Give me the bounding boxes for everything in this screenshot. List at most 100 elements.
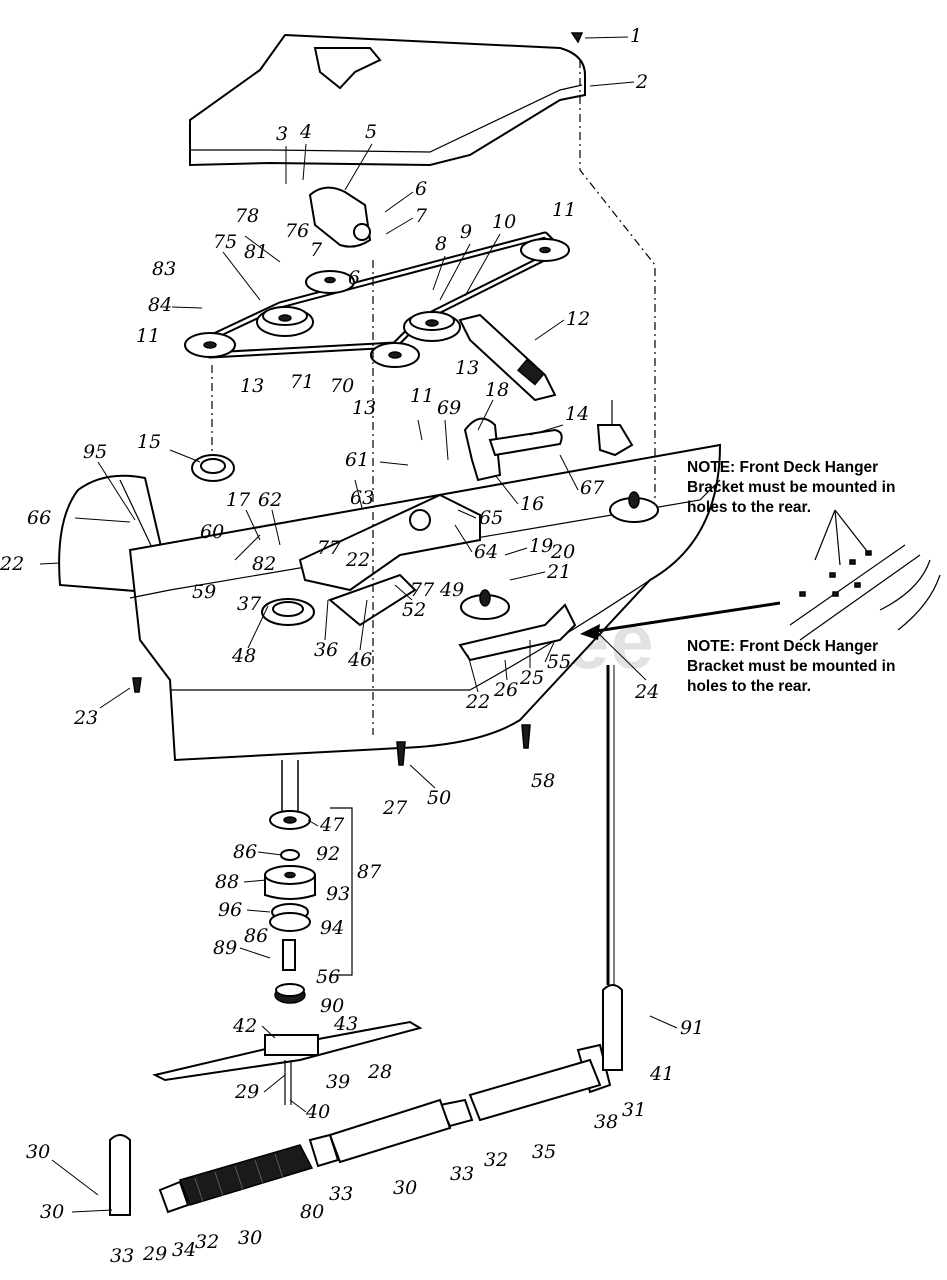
callout-label: 43 bbox=[333, 1013, 358, 1035]
callout-label: 40 bbox=[305, 1101, 330, 1123]
callout-label: 22 bbox=[0, 553, 24, 575]
callout-label: 64 bbox=[474, 541, 498, 563]
belt-cover-plate bbox=[189, 33, 586, 167]
callout-label: 66 bbox=[27, 507, 51, 529]
callout-label: 77 bbox=[410, 579, 435, 601]
pulley-left bbox=[184, 332, 236, 358]
callout-label: 29 bbox=[142, 1243, 167, 1265]
callout-label: 92 bbox=[316, 843, 340, 865]
callout-label: 88 bbox=[215, 871, 239, 893]
roller-knurl bbox=[194, 1153, 284, 1203]
callout-label: 41 bbox=[649, 1063, 674, 1085]
pulley-center-left bbox=[256, 306, 314, 337]
callout-label: 47 bbox=[319, 814, 345, 836]
callout-label: 90 bbox=[320, 995, 344, 1017]
callout-labels: 1 2 3 4 5 6 7 78 76 7 8 9 10 11 75 81 6 … bbox=[0, 25, 704, 1267]
gearbox-shaft bbox=[353, 223, 371, 241]
callout-label: 22 bbox=[465, 691, 490, 713]
callout-label: 56 bbox=[316, 966, 340, 988]
callout-label: 4 bbox=[299, 121, 312, 143]
callout-label: 18 bbox=[485, 379, 509, 401]
callout-label: 6 bbox=[348, 267, 360, 289]
callout-label: 19 bbox=[529, 535, 553, 557]
callout-label: 67 bbox=[580, 477, 605, 499]
callout-label: 69 bbox=[437, 397, 461, 419]
spindle-mount-center bbox=[460, 589, 510, 620]
centerline-vertical bbox=[579, 60, 656, 500]
callout-label: 8 bbox=[435, 233, 447, 255]
callout-label: 9 bbox=[460, 221, 472, 243]
cover-cutout bbox=[313, 47, 382, 90]
callout-label: 13 bbox=[352, 397, 376, 419]
callout-label: 39 bbox=[326, 1071, 350, 1093]
callout-label: 3 bbox=[276, 123, 288, 145]
callout-label: 76 bbox=[285, 220, 309, 242]
callout-label: 36 bbox=[314, 639, 338, 661]
hanger-rod bbox=[488, 428, 563, 457]
callout-label: 7 bbox=[310, 239, 323, 261]
callout-label: 12 bbox=[566, 308, 590, 330]
callout-label: 17 bbox=[226, 489, 251, 511]
callout-label: 34 bbox=[172, 1239, 196, 1261]
spindle-assembly bbox=[264, 810, 316, 1004]
note-arrowhead bbox=[580, 624, 600, 640]
roller-bracket-right bbox=[602, 984, 623, 1071]
callout-label: 42 bbox=[232, 1015, 257, 1037]
callout-label: 65 bbox=[479, 507, 503, 529]
callout-label: 86 bbox=[244, 925, 268, 947]
callout-label: 21 bbox=[546, 561, 571, 583]
bolt-47 bbox=[396, 741, 406, 766]
callout-label: 48 bbox=[231, 645, 256, 667]
idler-bracket-plate bbox=[298, 493, 481, 592]
spindle-mount-right bbox=[609, 491, 659, 523]
callout-label: 23 bbox=[73, 707, 98, 729]
callout-label: 32 bbox=[484, 1149, 508, 1171]
callout-label: 30 bbox=[238, 1227, 262, 1249]
callout-label: 31 bbox=[622, 1099, 646, 1121]
pulley-gearbox bbox=[305, 270, 355, 294]
callout-label: 59 bbox=[192, 581, 216, 603]
callout-label: 16 bbox=[520, 493, 544, 515]
callout-label: 35 bbox=[532, 1141, 556, 1163]
callout-label: 84 bbox=[148, 294, 172, 316]
callout-label: 5 bbox=[365, 121, 377, 143]
bearing-housing bbox=[191, 454, 235, 482]
callout-label: 94 bbox=[320, 917, 344, 939]
note-deck-hanger-lower: NOTE: Front Deck Hanger Bracket must be … bbox=[687, 638, 896, 695]
roller-assembly bbox=[158, 1043, 612, 1214]
callout-label: 37 bbox=[237, 593, 262, 615]
callout-label: 11 bbox=[136, 325, 160, 347]
callout-label: 28 bbox=[367, 1061, 392, 1083]
callout-label: 30 bbox=[393, 1177, 417, 1199]
callout-label: 49 bbox=[439, 579, 464, 601]
callout-label: 1 bbox=[630, 25, 642, 47]
callout-label: 87 bbox=[357, 861, 382, 883]
pulley-bottom bbox=[370, 342, 420, 368]
callout-label: 20 bbox=[550, 541, 575, 563]
shaft-yoke bbox=[517, 358, 545, 386]
callout-label: 50 bbox=[427, 787, 451, 809]
bracket-88 bbox=[330, 807, 353, 976]
callout-label: 33 bbox=[450, 1163, 474, 1185]
callout-label: 55 bbox=[547, 651, 571, 673]
pulley-right bbox=[520, 238, 570, 262]
callout-label: 10 bbox=[492, 211, 516, 233]
mower-deck bbox=[128, 443, 722, 762]
callout-label: 13 bbox=[240, 375, 264, 397]
callout-label: 58 bbox=[531, 770, 555, 792]
note-arrow bbox=[589, 601, 781, 634]
callout-label: 38 bbox=[594, 1111, 618, 1133]
callout-label: 62 bbox=[258, 489, 282, 511]
callout-label: 89 bbox=[213, 937, 237, 959]
idler-hole bbox=[409, 509, 431, 531]
callout-label: 81 bbox=[244, 241, 268, 263]
hanger-bracket bbox=[463, 417, 502, 482]
callout-label: 80 bbox=[300, 1201, 324, 1223]
pulley-center-right bbox=[403, 311, 461, 342]
callout-label: 24 bbox=[634, 681, 659, 703]
blade-adapter bbox=[264, 1034, 319, 1056]
callout-label: 60 bbox=[200, 521, 224, 543]
callout-label: 91 bbox=[680, 1017, 704, 1039]
spindle-mount-left bbox=[261, 598, 315, 626]
callout-label: 46 bbox=[347, 649, 372, 671]
